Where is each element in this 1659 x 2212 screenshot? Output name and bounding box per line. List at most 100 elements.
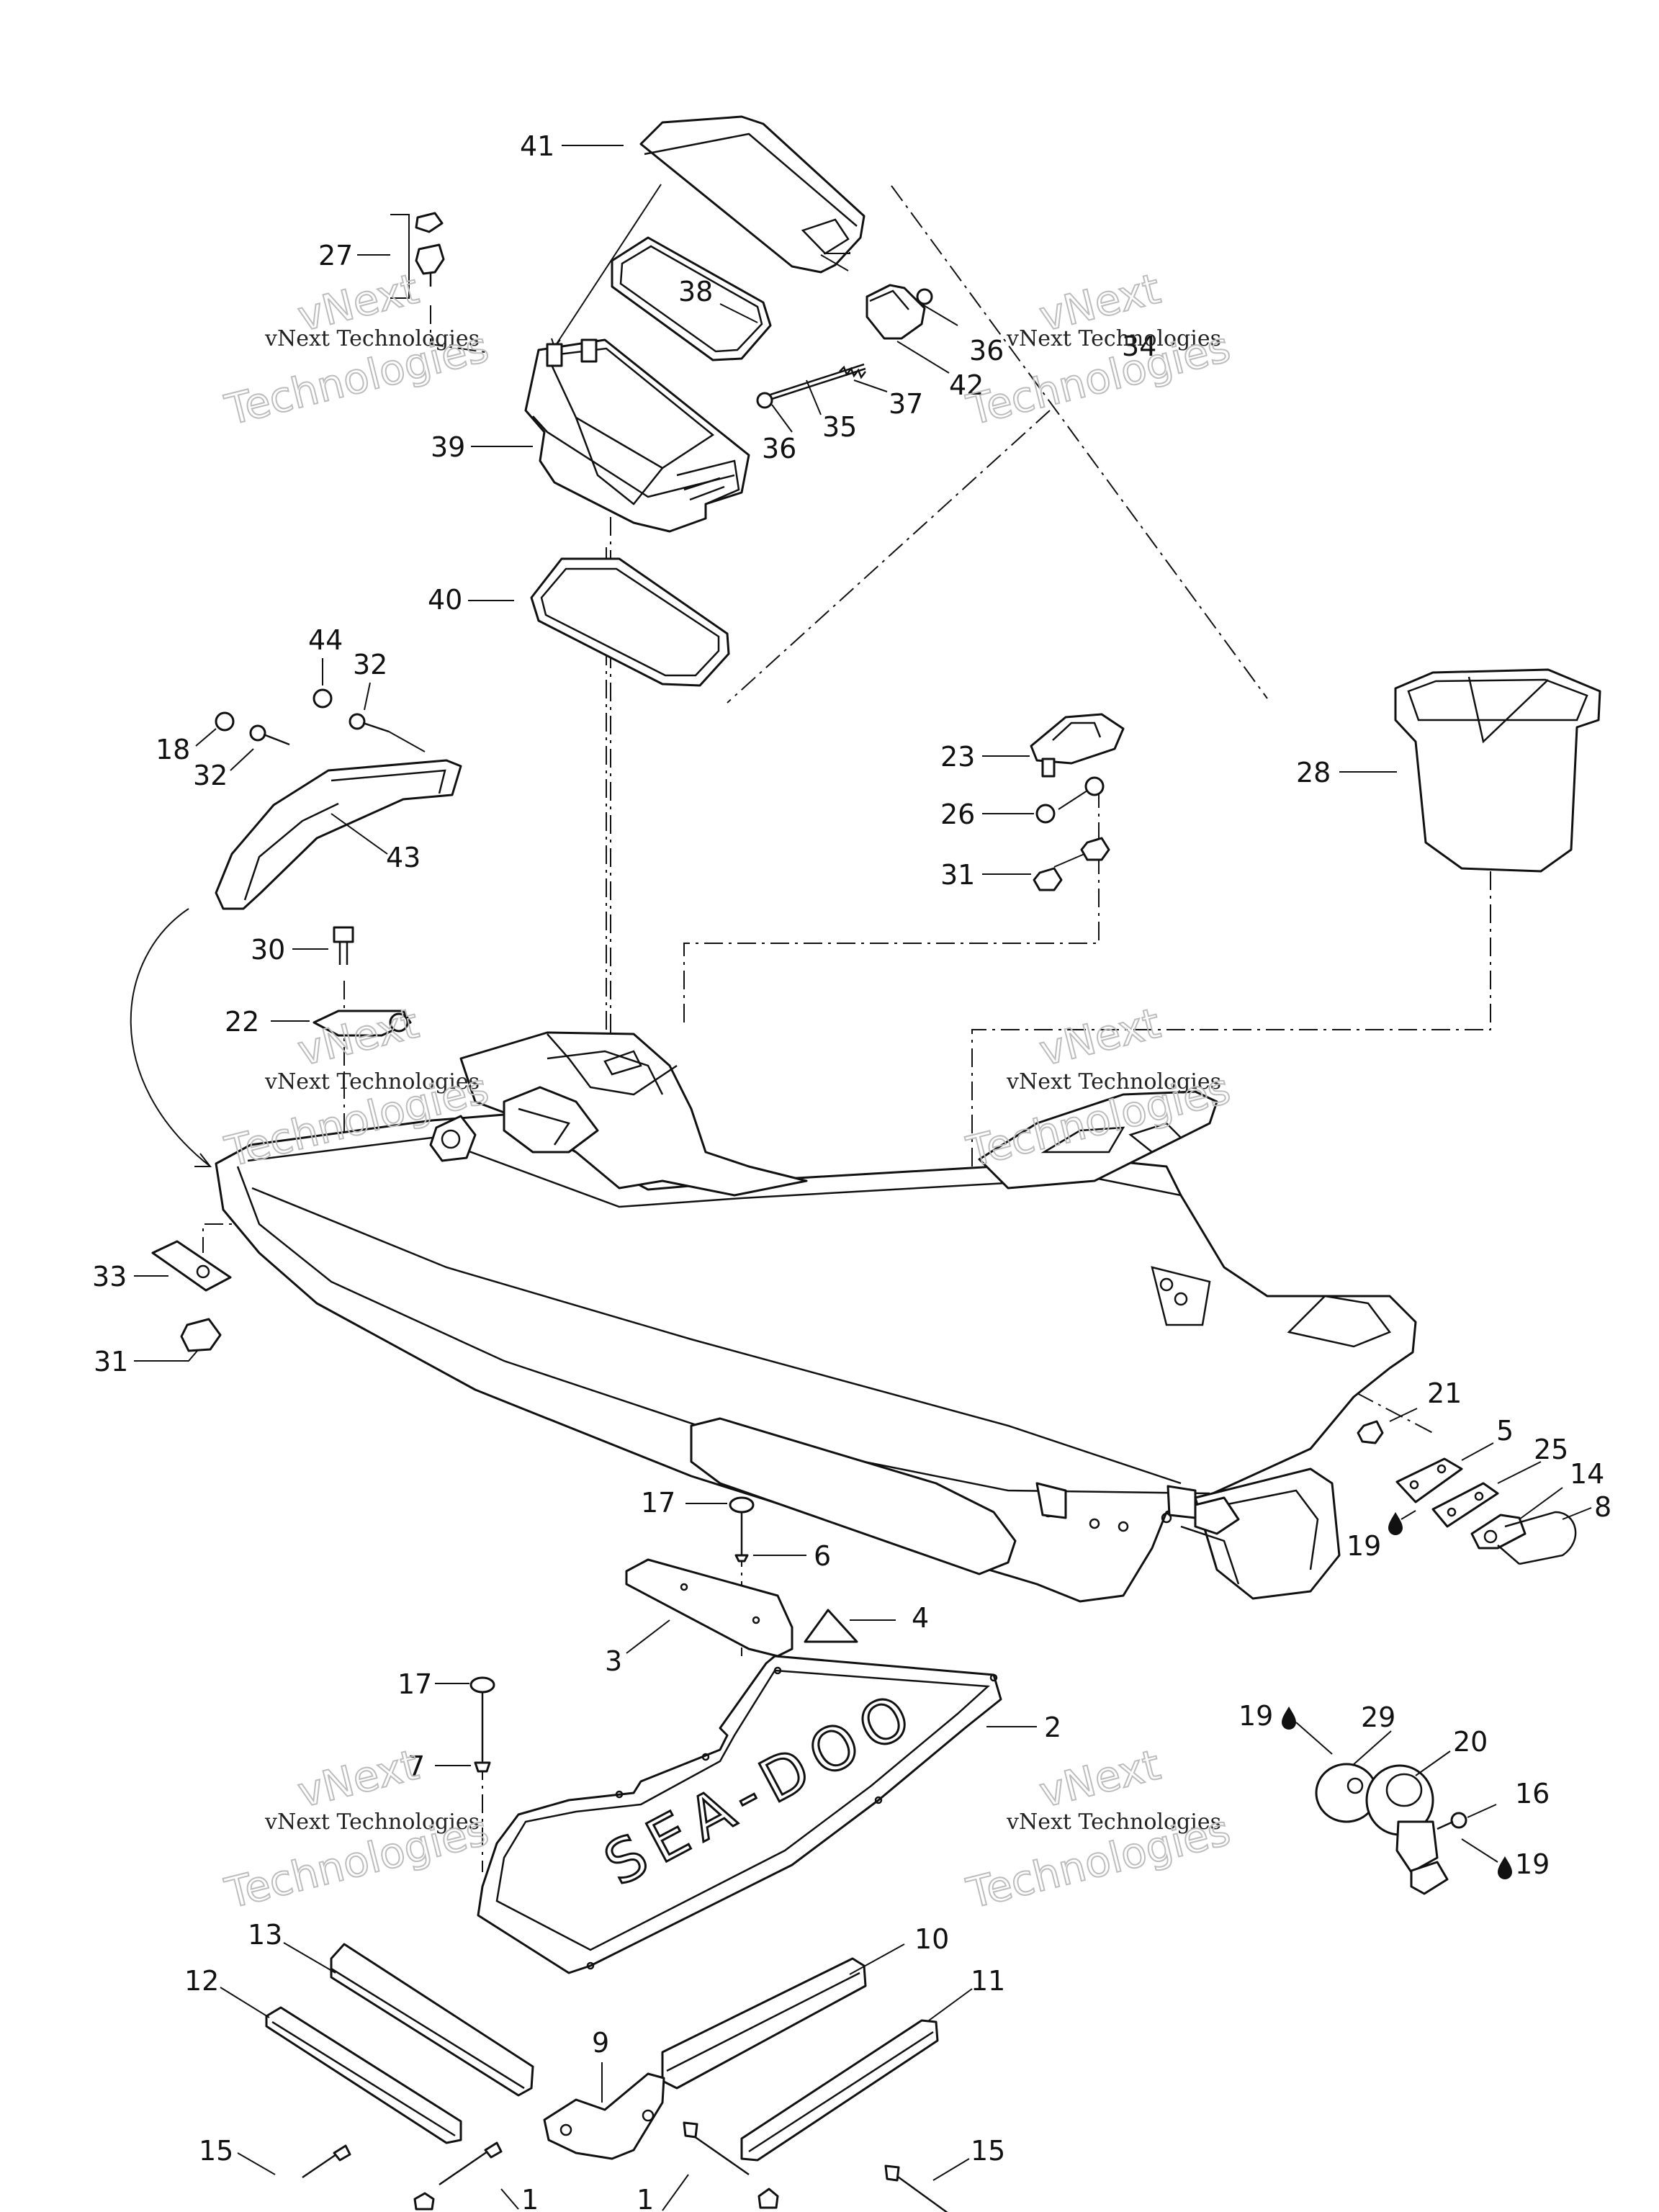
watermark-big-9: vNext	[293, 1740, 423, 1817]
part-9-end-cap	[543, 2072, 665, 2160]
callout-11: 11	[971, 1965, 1005, 1997]
callout-27: 27	[318, 240, 353, 271]
watermark-small-5: vNext Technologies	[264, 1809, 480, 1835]
watermark-top-left: vNext vNext Technologies Technologies	[220, 264, 494, 436]
part-15-rivet-right	[884, 2164, 948, 2212]
part-30-bolt	[333, 926, 354, 965]
part-1-cap-right	[757, 2188, 779, 2209]
part-17-cap-lower	[469, 1676, 495, 1694]
part-4-pad	[804, 1609, 858, 1643]
part-3-plate	[625, 1558, 793, 1658]
callout-1: 1	[637, 2184, 654, 2212]
drop-icon	[1498, 1856, 1512, 1879]
part-31-nut-right	[1080, 837, 1110, 861]
jet-ski-hull	[215, 1031, 1417, 1603]
callout-15: 15	[199, 2135, 233, 2167]
part-13-rail	[330, 1943, 534, 2097]
watermark-bottom-right: vNext vNext Technologies Technologies	[961, 1740, 1236, 1919]
callout-7: 7	[408, 1750, 425, 1782]
callout-33: 33	[92, 1261, 127, 1292]
callout-20: 20	[1453, 1726, 1488, 1758]
part-36-washer-top	[916, 288, 933, 305]
watermark-small-3: vNext Technologies	[264, 1069, 480, 1094]
callout-17: 17	[397, 1668, 432, 1700]
callout-39: 39	[431, 431, 465, 463]
callout-22: 22	[225, 1006, 259, 1038]
part-43-grab-handle	[215, 759, 462, 910]
part-27-push-rivet	[415, 212, 445, 287]
callout-42: 42	[949, 369, 984, 401]
part-26-washer-right	[1084, 776, 1105, 796]
callout-23: 23	[940, 741, 975, 773]
callout-28: 28	[1296, 757, 1331, 788]
callout-19: 19	[1238, 1700, 1273, 1732]
part-28-storage-bin	[1394, 668, 1601, 873]
callout-31: 31	[94, 1346, 128, 1377]
part-32-screw-left	[249, 724, 290, 746]
part-31-nut-left	[1033, 867, 1063, 891]
callout-35: 35	[822, 411, 857, 443]
callout-19: 19	[1346, 1530, 1381, 1562]
part-17-cap-top	[729, 1496, 755, 1514]
part-18-nut	[215, 711, 235, 732]
part-36-washer-bottom	[756, 392, 773, 409]
callout-10: 10	[914, 1923, 949, 1955]
part-42-latch	[866, 284, 926, 340]
drop-icon	[1388, 1512, 1403, 1535]
callout-31: 31	[940, 859, 975, 891]
part-38-gasket	[611, 236, 772, 361]
part-26-washer-left	[1035, 804, 1056, 824]
part-35-pin	[770, 363, 866, 400]
callout-12: 12	[184, 1965, 219, 1997]
callout-5: 5	[1496, 1415, 1514, 1447]
callout-13: 13	[248, 1919, 282, 1951]
part-41-storage-lid	[639, 115, 866, 274]
callout-9: 9	[592, 2027, 609, 2059]
watermark-big-7: vNext	[1035, 999, 1165, 1076]
callout-43: 43	[386, 842, 421, 873]
part-15-rivet-left	[302, 2144, 351, 2179]
part-8-u-bolt	[1497, 1511, 1577, 1565]
callout-34: 34	[1122, 331, 1156, 362]
part-1-rivet-left	[439, 2141, 503, 2186]
watermark-small-1: vNext Technologies	[264, 326, 480, 351]
part-44-nut	[313, 688, 333, 709]
callout-3: 3	[605, 1645, 622, 1677]
part-1-cap-left	[413, 2192, 435, 2211]
part-23-cleat	[1030, 713, 1125, 778]
watermark-small-2: vNext Technologies	[1006, 326, 1221, 351]
part-22-bracket	[313, 1010, 412, 1037]
callout-38: 38	[678, 276, 713, 307]
watermark-bottom-left: vNext vNext Technologies Technologies	[220, 1740, 494, 1919]
part-12-rail	[265, 2006, 462, 2144]
callout-36: 36	[762, 433, 796, 464]
part-32-screw-top	[349, 713, 390, 733]
callout-18: 18	[156, 734, 190, 765]
part-20-drain-plug	[1365, 1764, 1449, 1895]
callout-15: 15	[971, 2135, 1005, 2167]
part-33-plate	[151, 1240, 232, 1292]
drop-icon	[1282, 1707, 1296, 1730]
part-21-nut	[1357, 1420, 1384, 1444]
callout-29: 29	[1361, 1701, 1395, 1733]
part-40-gasket	[530, 557, 730, 687]
callout-2: 2	[1044, 1712, 1061, 1743]
watermark-small-6: vNext Technologies	[1006, 1809, 1221, 1835]
callout-40: 40	[428, 584, 462, 616]
callout-32: 32	[193, 760, 228, 791]
callout-17: 17	[641, 1487, 675, 1519]
callout-25: 25	[1534, 1434, 1568, 1465]
callout-26: 26	[940, 799, 975, 830]
callout-8: 8	[1594, 1491, 1611, 1523]
callout-37: 37	[889, 388, 923, 420]
part-5-plate	[1395, 1457, 1463, 1503]
callout-16: 16	[1515, 1778, 1550, 1809]
callout-1: 1	[521, 2184, 539, 2212]
part-31-nut-hull	[180, 1318, 222, 1352]
part-25-plate	[1431, 1482, 1499, 1528]
watermark-small-4: vNext Technologies	[1006, 1069, 1221, 1094]
callout-6: 6	[814, 1540, 831, 1572]
callout-labels: 41 27 38 34 36 42 37 35 36 39 40 44 32 1…	[92, 130, 1611, 2212]
part-16-screw	[1437, 1812, 1467, 1830]
